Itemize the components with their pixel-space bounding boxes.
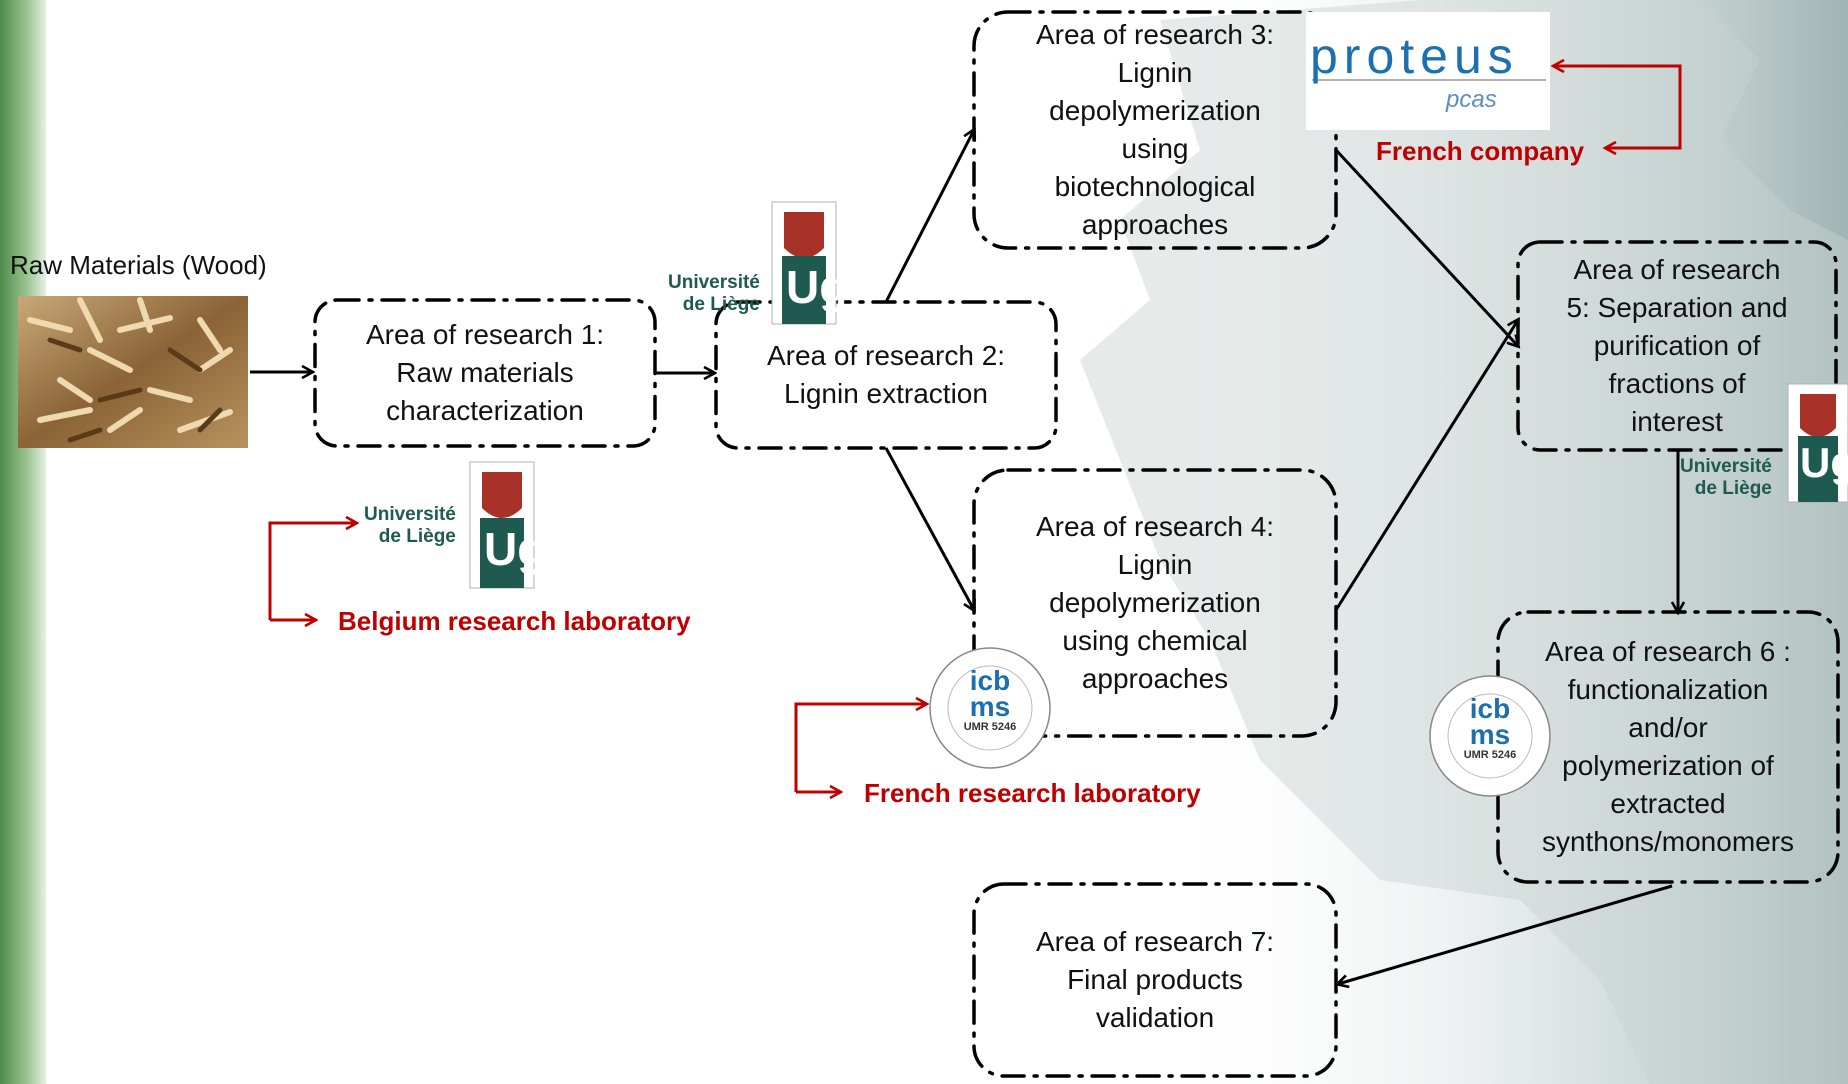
box-ar7: Area of research 7: Final products valid… [1035,926,1275,1033]
ulg-logo-graphic-3 [1787,383,1848,503]
proteus-logo: proteus [1310,28,1519,84]
proteus-logo-bg [1306,12,1550,130]
box-ar3: Area of research 3: Lignin depolymerizat… [1035,19,1275,240]
icbms-seal-graphic-1 [929,647,1051,769]
ulg-logo-graphic-2 [771,201,837,325]
raw-materials-label: Raw Materials (Wood) [10,250,267,280]
icbms-logo-1: icb ms UMR 5246 [958,665,1022,734]
map-silhouette [1080,0,1848,1084]
ulg-logo-2: Université de Liège [668,272,760,316]
arrow-ar2-to-ar3 [884,130,974,303]
french-company-label: French company [1376,136,1585,166]
icbms-logo-1-bottom: ms [969,691,1011,722]
arrow-ar3-to-ar5 [1334,148,1518,346]
belgium-lab-label: Belgium research laboratory [338,606,691,636]
pcas-logo: pcas [1446,86,1497,113]
box-ar2: Area of research 2: Lignin extraction [766,340,1006,409]
icbms-logo-2-bottom: ms [1469,719,1511,750]
ulg-logo-2-mark: Ug [786,261,848,313]
ulg-logo-3-line2: de Liège [1694,478,1772,499]
icbms-logo-2-umr: UMR 5246 [1463,749,1517,761]
icbms-logo-1-umr: UMR 5246 [963,721,1017,733]
ulg-logo-1-line1: Université [364,504,456,525]
ulg-logo-1-mark: Ug [484,523,546,575]
ulg-logo-1-line2: de Liège [378,526,456,547]
box-ar5: Area of research 5: Separation and purif… [1566,254,1788,437]
ulg-logo-3: Université de Liège [1680,456,1772,500]
box-ar6: Area of research 6 : functionalization a… [1541,636,1795,857]
red-arrow-french-lab-logo [794,704,926,792]
red-arrow-proteus [1554,66,1682,72]
icbms-seal-graphic-2 [1429,675,1551,797]
icbms-logo-2-top: icb [1469,693,1511,724]
ulg-logo-3-mark: Ug [1800,439,1848,486]
red-arrow-french-company [1606,72,1682,148]
box-ar4: Area of research 4: Lignin depolymerizat… [1035,511,1275,694]
red-arrow-belgium-logo [268,523,356,620]
arrow-ar4-to-ar5 [1334,320,1518,611]
right-teal-wash [1150,0,1848,1084]
french-lab-label: French research laboratory [864,778,1201,808]
ulg-logo-2-line1: Université [668,272,760,293]
arrow-ar6-to-ar7 [1338,884,1673,984]
icbms-logo-1-top: icb [969,665,1011,696]
ulg-logo-1: Université de Liège [364,504,456,548]
ulg-logo-3-line1: Université [1680,456,1772,477]
box-ar6-border [1496,610,1840,884]
left-green-strip [0,0,46,1084]
arrow-ar2-to-ar4 [884,447,974,610]
ulg-logo-graphic-1 [469,461,535,589]
box-ar1: Area of research 1: Raw materials charac… [365,319,605,426]
icbms-logo-2: icb ms UMR 5246 [1458,693,1522,762]
wood-chips-image [18,296,248,448]
ulg-logo-2-line2: de Liège [682,294,760,315]
